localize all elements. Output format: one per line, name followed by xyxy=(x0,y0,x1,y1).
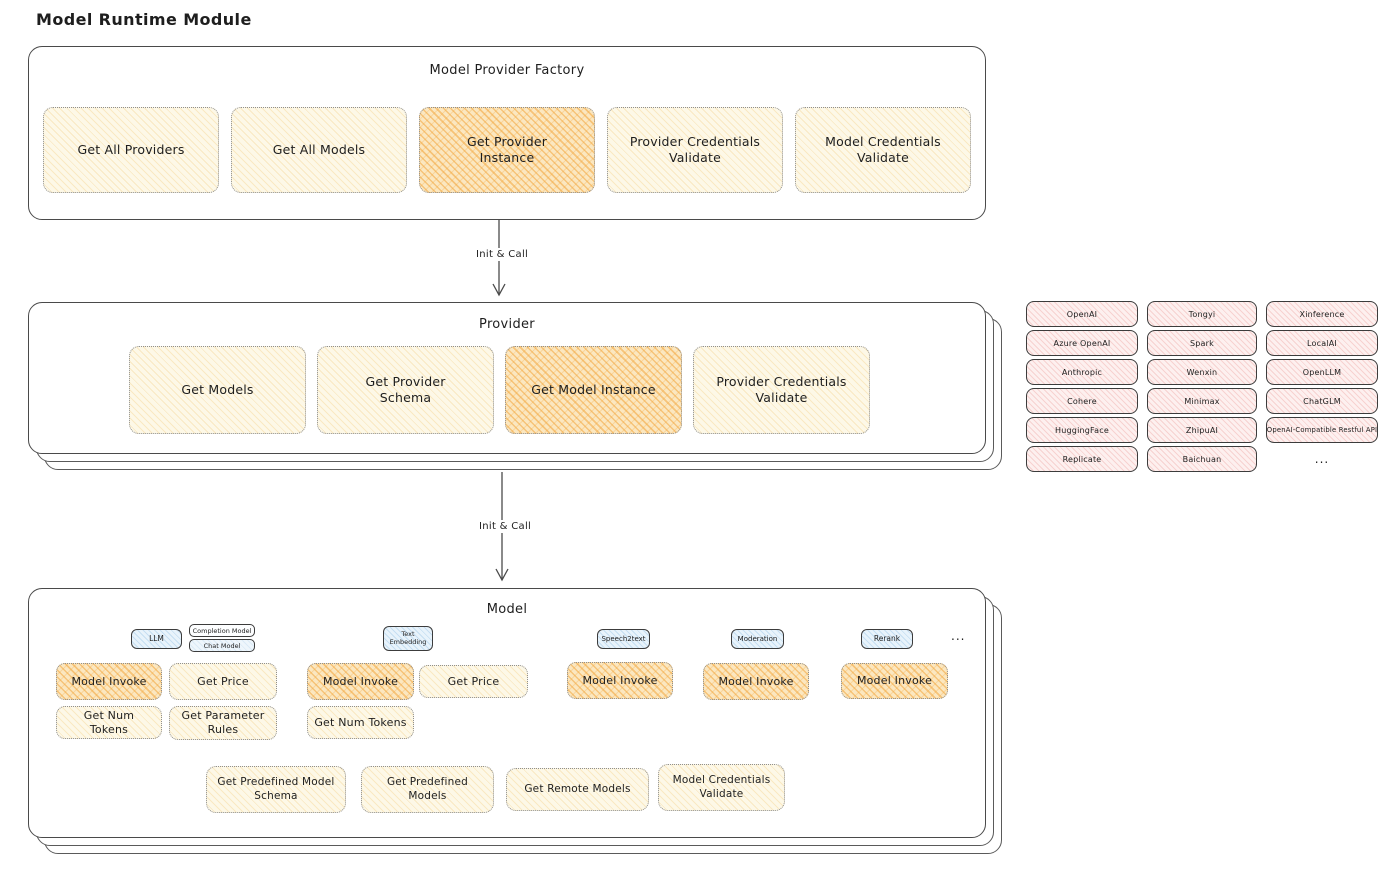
provider-pill-label: Cohere xyxy=(1067,396,1097,406)
btn-provider-credentials-validate-2: Provider Credentials Validate xyxy=(693,346,870,434)
page-title: Model Runtime Module xyxy=(36,10,252,29)
factory-title: Model Provider Factory xyxy=(429,63,585,78)
btn-te-get-num-tokens: Get Num Tokens xyxy=(307,706,414,739)
model-tags-ellipsis: ... xyxy=(951,629,966,643)
provider-box: Provider Get Models Get Provider Schema … xyxy=(28,302,986,454)
provider-pill-label: OpenAI-Compatible Restful API xyxy=(1266,426,1378,434)
btn-provider-credentials-validate: Provider Credentials Validate xyxy=(607,107,783,193)
provider-pill: HuggingFace xyxy=(1026,417,1138,443)
provider-pill: OpenLLM xyxy=(1266,359,1378,385)
btn-get-all-models: Get All Models xyxy=(231,107,407,193)
provider-pill-label: Tongyi xyxy=(1188,309,1216,319)
arrow-label-init-call-2: Init & Call xyxy=(475,520,536,533)
provider-pill-label: Spark xyxy=(1190,338,1214,348)
btn-get-provider-instance: Get Provider Instance xyxy=(419,107,595,193)
btn-te-model-invoke: Model Invoke xyxy=(307,663,414,700)
provider-pill: ChatGLM xyxy=(1266,388,1378,414)
provider-pill: Wenxin xyxy=(1147,359,1257,385)
provider-pill: Replicate xyxy=(1026,446,1138,472)
tag-moderation: Moderation xyxy=(731,629,784,649)
tag-completion-model: Completion Model xyxy=(189,624,255,637)
arrow-label-init-call-1: Init & Call xyxy=(472,248,533,261)
btn-get-remote-models: Get Remote Models xyxy=(506,768,649,811)
btn-get-models: Get Models xyxy=(129,346,306,434)
btn-model-credentials-validate: Model Credentials Validate xyxy=(795,107,971,193)
btn-rerank-model-invoke: Model Invoke xyxy=(841,663,948,699)
provider-pill: Cohere xyxy=(1026,388,1138,414)
provider-pill: OpenAI-Compatible Restful API xyxy=(1266,417,1378,443)
btn-llm-get-price: Get Price xyxy=(169,663,277,700)
provider-pill: OpenAI xyxy=(1026,301,1138,327)
btn-s2t-model-invoke: Model Invoke xyxy=(567,662,673,699)
btn-model-credentials-validate-2: Model Credentials Validate xyxy=(658,764,785,811)
provider-pill-label: HuggingFace xyxy=(1055,425,1109,435)
provider-pill: Spark xyxy=(1147,330,1257,356)
provider-list: OpenAI Tongyi Xinference Azure OpenAI Sp… xyxy=(1026,301,1378,472)
provider-pill: LocalAI xyxy=(1266,330,1378,356)
btn-moderation-model-invoke: Model Invoke xyxy=(703,663,809,700)
provider-pill-label: OpenLLM xyxy=(1302,367,1342,377)
provider-pill-label: Anthropic xyxy=(1061,367,1103,377)
btn-te-get-price: Get Price xyxy=(419,665,528,698)
provider-pill: Xinference xyxy=(1266,301,1378,327)
provider-pill: Minimax xyxy=(1147,388,1257,414)
provider-pill: Anthropic xyxy=(1026,359,1138,385)
btn-llm-get-parameter-rules: Get Parameter Rules xyxy=(169,706,277,740)
tag-chat-model: Chat Model xyxy=(189,639,255,652)
provider-pill-label: Xinference xyxy=(1299,309,1345,319)
tag-rerank: Rerank xyxy=(861,629,913,649)
provider-pill: Baichuan xyxy=(1147,446,1257,472)
provider-pill: ZhipuAI xyxy=(1147,417,1257,443)
btn-get-predefined-model-schema: Get Predefined Model Schema xyxy=(206,766,346,813)
provider-pill-label: ZhipuAI xyxy=(1185,425,1219,435)
factory-box: Model Provider Factory Get All Providers… xyxy=(28,46,986,220)
btn-llm-get-num-tokens: Get Num Tokens xyxy=(56,706,162,739)
provider-pill: Tongyi xyxy=(1147,301,1257,327)
btn-get-model-instance: Get Model Instance xyxy=(505,346,682,434)
model-box: Model LLM Completion Model Chat Model Te… xyxy=(28,588,986,838)
btn-get-all-providers: Get All Providers xyxy=(43,107,219,193)
provider-pill-label: Replicate xyxy=(1062,454,1102,464)
provider-title: Provider xyxy=(479,317,535,332)
provider-pill-label: Baichuan xyxy=(1182,454,1222,464)
provider-pill-label: Minimax xyxy=(1184,396,1220,406)
provider-pill: Azure OpenAI xyxy=(1026,330,1138,356)
provider-pill-label: Azure OpenAI xyxy=(1053,338,1111,348)
tag-text-embedding: Text Embedding xyxy=(383,626,433,651)
tag-llm: LLM xyxy=(131,629,182,649)
provider-pill-label: Wenxin xyxy=(1186,367,1218,377)
model-title: Model xyxy=(486,602,528,617)
btn-get-provider-schema: Get Provider Schema xyxy=(317,346,494,434)
provider-pill-label: LocalAI xyxy=(1307,338,1337,348)
provider-pill-label: OpenAI xyxy=(1066,309,1098,319)
tag-speech2text: Speech2text xyxy=(597,629,650,649)
provider-pill-label: ChatGLM xyxy=(1303,396,1341,406)
provider-list-ellipsis: ... xyxy=(1314,452,1330,466)
btn-llm-model-invoke: Model Invoke xyxy=(56,663,162,700)
btn-get-predefined-models: Get Predefined Models xyxy=(361,766,494,813)
